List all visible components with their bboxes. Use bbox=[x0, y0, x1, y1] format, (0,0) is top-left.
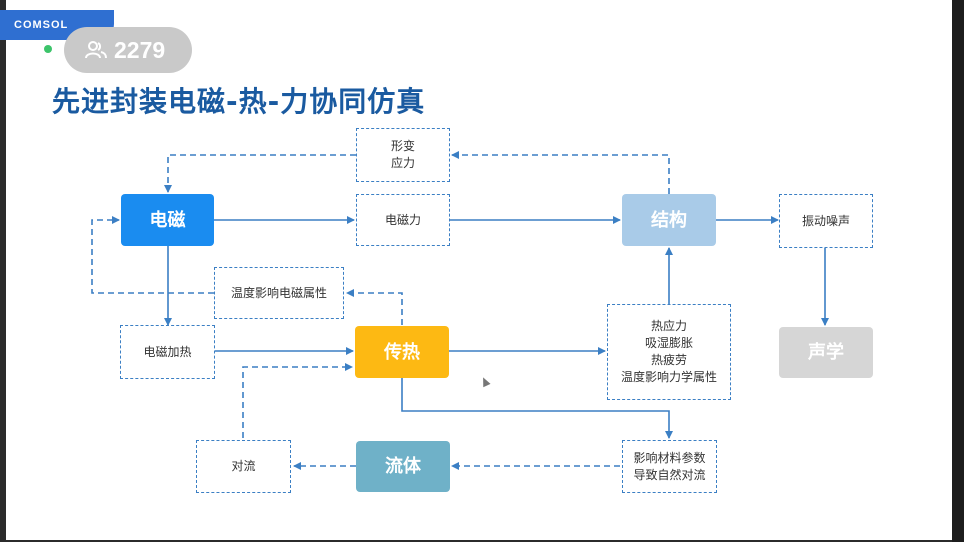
node-em-heating: 电磁加热 bbox=[120, 325, 215, 379]
people-icon bbox=[85, 41, 107, 59]
slide bbox=[6, 0, 952, 540]
node-fluid-label: 流体 bbox=[385, 456, 421, 477]
stress-label: 应力 bbox=[390, 156, 415, 170]
material-params-label: 影响材料参数 bbox=[633, 450, 706, 465]
comsol-logo: COMSOL bbox=[0, 10, 114, 40]
deformation-label: 形变 bbox=[390, 139, 415, 153]
window-border bbox=[952, 0, 964, 542]
node-deformation-stress: 形变 应力 bbox=[356, 128, 450, 182]
node-temp-affects-em: 温度影响电磁属性 bbox=[214, 267, 344, 319]
viewer-count-badge[interactable]: 2279 bbox=[64, 27, 192, 73]
node-acoustic: 声学 bbox=[779, 327, 873, 378]
node-thermal-effects: 热应力 吸湿膨胀 热疲劳 温度影响力学属性 bbox=[607, 304, 731, 400]
arrow-heat-to-tempem bbox=[346, 289, 403, 325]
temp-affects-em-label: 温度影响电磁属性 bbox=[230, 285, 327, 300]
logo-text: COMSOL bbox=[14, 19, 69, 31]
arrow-heat-to-material bbox=[401, 378, 673, 439]
arrow-structure-to-deformation bbox=[451, 151, 670, 194]
node-em-force: 电磁力 bbox=[356, 194, 450, 246]
node-heat-label: 传热 bbox=[384, 341, 420, 363]
natural-convection-label: 导致自然对流 bbox=[633, 467, 706, 482]
node-electromagnetic: 电磁 bbox=[121, 194, 214, 246]
node-heat-transfer: 传热 bbox=[355, 326, 449, 378]
viewer-count: 2279 bbox=[114, 36, 166, 63]
moisture-expansion-label: 吸湿膨胀 bbox=[644, 336, 693, 350]
node-acoustic-label: 声学 bbox=[808, 342, 844, 363]
slide-title: 先进封装电磁-热-力协同仿真 bbox=[52, 85, 426, 118]
node-material-params: 影响材料参数 导致自然对流 bbox=[622, 440, 717, 493]
node-structure: 结构 bbox=[622, 194, 716, 246]
vibration-noise-label: 振动噪声 bbox=[801, 213, 850, 228]
node-vibration-noise: 振动噪声 bbox=[779, 194, 873, 248]
node-convection: 对流 bbox=[196, 440, 291, 493]
convection-label: 对流 bbox=[231, 459, 256, 473]
node-electromagnetic-label: 电磁 bbox=[149, 209, 186, 231]
em-force-label: 电磁力 bbox=[384, 212, 421, 227]
arrow-tempem-to-em bbox=[91, 216, 214, 294]
em-heating-label: 电磁加热 bbox=[143, 344, 192, 359]
node-fluid: 流体 bbox=[356, 441, 450, 492]
node-structure-label: 结构 bbox=[651, 209, 687, 231]
arrow-convection-to-heat bbox=[242, 363, 353, 438]
thermal-fatigue-label: 热疲劳 bbox=[650, 353, 687, 367]
thermal-stress-label: 热应力 bbox=[650, 319, 687, 333]
temp-affects-mech-label: 温度影响力学属性 bbox=[620, 370, 717, 384]
arrow-deformation-to-em bbox=[164, 154, 356, 193]
live-indicator-icon bbox=[44, 45, 52, 53]
